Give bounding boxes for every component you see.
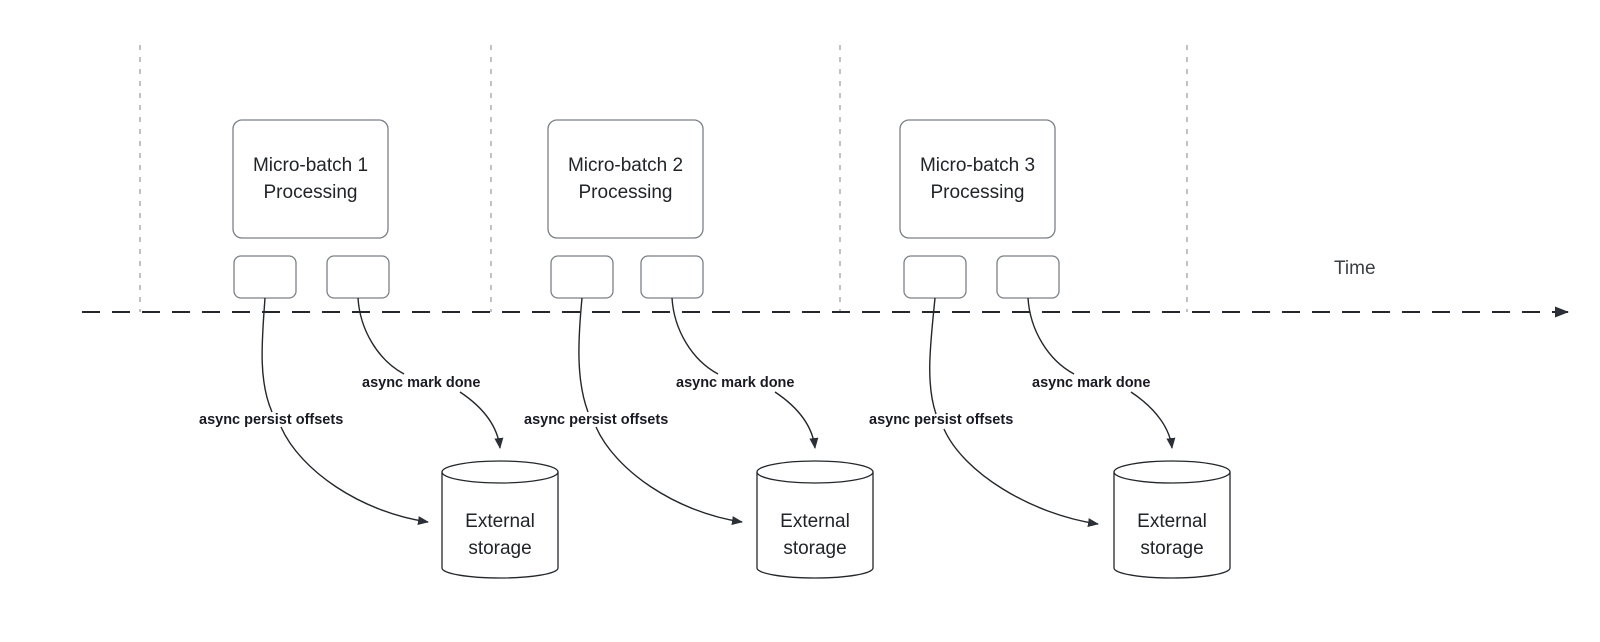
group-3-storage-body [1113,472,1231,579]
group-2-storage-body [756,472,874,579]
group-2-mark-done-label: async mark done [676,375,794,391]
group-3-task-box-right[interactable] [996,255,1060,299]
group-2-markdone-arrow [774,391,819,449]
group-1-markdone-arrow [459,391,504,449]
group-3-persist-offsets-label: async persist offsets [869,412,1013,428]
group-2-storage-line2: storage [783,538,846,559]
group-2-storage-top [756,460,874,484]
group-3-markdone-stub [1027,297,1075,375]
group-1-storage-top [441,460,559,484]
group-3-storage-line2: storage [1140,538,1203,559]
group-1-storage-body [441,472,559,579]
time-axis-label: Time [1334,258,1376,279]
micro-batch-1-line2: Processing [264,182,358,203]
group-3-markdone-arrow [1130,391,1176,449]
micro-batch-3-line1: Micro-batch 3 [920,155,1035,176]
micro-batch-2-line2: Processing [579,182,673,203]
group-2-task-box-right[interactable] [640,255,704,299]
timeline-tick-lines [139,45,1188,312]
group-3-mark-done-label: async mark done [1032,375,1150,391]
group-2: Micro-batch 2 Processing async persist o… [524,119,874,579]
group-2-persist-offsets-label: async persist offsets [524,412,668,428]
group-1-mark-done-label: async mark done [362,375,480,391]
group-1: Micro-batch 1 Processing async persist o… [199,119,559,579]
group-3-storage-top [1113,460,1231,484]
group-2-persist-arrow [595,426,743,525]
group-1-task-box-left[interactable] [233,255,297,299]
micro-batch-3-box[interactable] [899,119,1056,239]
group-1-task-box-right[interactable] [326,255,390,299]
group-1-persist-arrow [280,426,429,525]
group-2-storage-line1: External [780,511,850,532]
group-1-markdone-stub [357,297,405,375]
group-2-task-box-left[interactable] [550,255,614,299]
group-1-persist-offsets-label: async persist offsets [199,412,343,428]
micro-batch-1-line1: Micro-batch 1 [253,155,368,176]
group-1-storage-line1: External [465,511,535,532]
group-3-storage-line1: External [1137,511,1207,532]
group-1-storage-line2: storage [468,538,531,559]
micro-batch-1-box[interactable] [232,119,389,239]
micro-batch-2-line1: Micro-batch 2 [568,155,683,176]
group-3-persist-arrow [943,428,1099,527]
micro-batch-2-box[interactable] [547,119,704,239]
group-3: Micro-batch 3 Processing async persist o… [869,119,1231,579]
micro-batch-3-line2: Processing [931,182,1025,203]
group-3-task-box-left[interactable] [903,255,967,299]
group-1-persist-stub [261,297,273,413]
group-3-persist-stub [929,297,937,415]
group-2-markdone-stub [671,297,719,375]
group-2-persist-stub [578,297,589,413]
